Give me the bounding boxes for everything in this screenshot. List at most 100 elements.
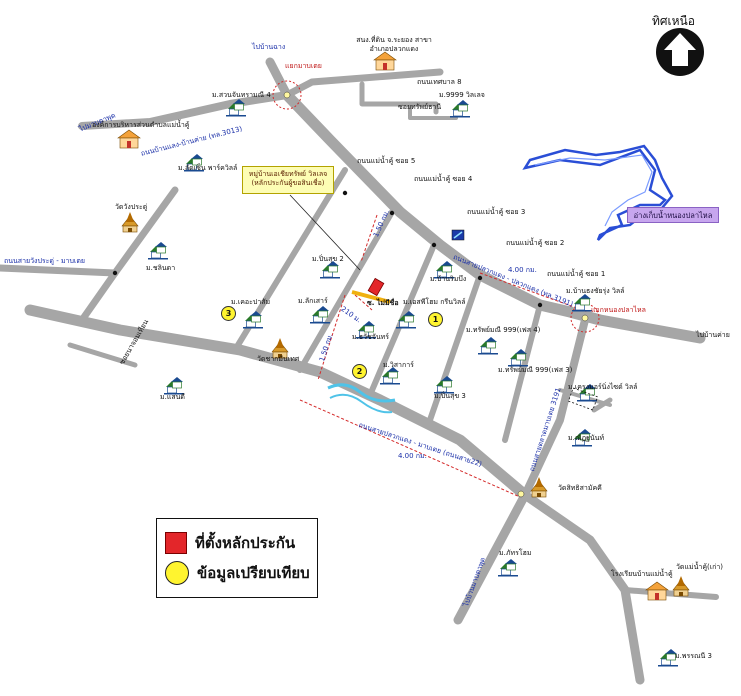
village-icon bbox=[434, 376, 454, 394]
road-soi-3 bbox=[427, 272, 483, 423]
road-soi-4 bbox=[297, 209, 395, 373]
village-icon bbox=[226, 99, 246, 117]
legend: ที่ตั้งหลักประกัน ข้อมูลเปรียบเทียบ bbox=[156, 518, 318, 598]
road-soi-2 bbox=[502, 302, 543, 443]
village-icon bbox=[577, 384, 597, 402]
distance-line-d5 bbox=[479, 272, 589, 313]
subject-callout: หมู่บ้านเอเชียทรัพย์ วิลเลจ (หลักประกันผ… bbox=[242, 166, 334, 194]
distance-line-d2 bbox=[354, 294, 373, 311]
junction-south-dot bbox=[517, 490, 525, 498]
road-network bbox=[0, 57, 719, 685]
legend-row-comparable: ข้อมูลเปรียบเทียบ bbox=[165, 561, 310, 585]
place-kreng: ม.เครงมอร์นิ่งไซด์ วิลล์ bbox=[568, 383, 638, 391]
road-southwest-main bbox=[24, 304, 531, 501]
place-wat-chan: วัดชากมันเทศ bbox=[257, 355, 300, 363]
place-srap: ม.บ้านธงชัยรุ่ง วิลล์ bbox=[566, 287, 625, 295]
reservoir-outline-inner bbox=[534, 154, 653, 227]
place-tambon-office: องค์การบริหารส่วนตำบลแม่น้ำคู้ bbox=[92, 121, 190, 129]
place-matphin: ม.ณัฏฐนันท์ bbox=[568, 434, 605, 442]
place-porn3: ม.พรรณนี 3 bbox=[675, 652, 712, 660]
subject-soi-highlight bbox=[351, 290, 391, 304]
place-aday: ม.แสนดี bbox=[160, 393, 185, 401]
road-left-main bbox=[0, 264, 119, 277]
kreng-boundary bbox=[567, 387, 599, 411]
legend-subject-swatch bbox=[165, 532, 187, 554]
subject-marker bbox=[367, 277, 385, 297]
temple-icon bbox=[271, 338, 289, 359]
comparable-3: 3 bbox=[221, 306, 236, 321]
village-icon bbox=[478, 337, 498, 355]
place-wisetakon: ม.วิสาการ์ bbox=[383, 361, 414, 369]
reservoir-label: อ่างเก็บน้ำหนองปลาไหล bbox=[627, 207, 719, 223]
road-west-tambon bbox=[78, 91, 291, 130]
node-6 bbox=[112, 270, 118, 276]
village-icon bbox=[434, 261, 454, 279]
junction-north-ring bbox=[272, 80, 302, 110]
road-northeast-top bbox=[283, 68, 444, 99]
road-left-soi bbox=[67, 342, 138, 368]
intersection-nodes bbox=[112, 190, 543, 308]
junction-north-label: แยกมาบเตย bbox=[285, 62, 322, 70]
place-sap1: ม.ทรัพย์มณี 999(เฟส 4) bbox=[466, 326, 541, 334]
village-icon bbox=[320, 261, 340, 279]
distance-line-d1 bbox=[360, 214, 378, 263]
node-2 bbox=[389, 210, 395, 216]
road-left-down bbox=[78, 269, 119, 324]
north-arrow bbox=[656, 28, 704, 76]
junction-north-dot bbox=[283, 91, 291, 99]
subject-soi-label: ซ. ไม่มีชื่อ bbox=[367, 299, 399, 307]
north-arrow-shape bbox=[664, 33, 696, 66]
legend-comparable-label: ข้อมูลเปรียบเทียบ bbox=[197, 564, 310, 582]
place-9999: ม.9999 วิลเลจ bbox=[439, 91, 485, 99]
place-keopasak: ม.เคอะปาสัม bbox=[231, 298, 271, 306]
comparable-1: 1 bbox=[428, 312, 443, 327]
road-label-soi-2: ถนนแม่น้ำคู้ ซอย 2 bbox=[506, 239, 565, 247]
road-up-sabai bbox=[591, 397, 613, 413]
comparable-2: 2 bbox=[352, 364, 367, 379]
road-label-soi-3: ถนนแม่น้ำคู้ ซอย 3 bbox=[467, 208, 526, 216]
place-sahaphat: ม.ลัดเซ็น พาร์ควิลล์ bbox=[178, 164, 238, 172]
place-pinsuk3: ม.ปิ่นสุข 3 bbox=[434, 392, 466, 400]
distance-label-d4: 4.00 กม. bbox=[398, 452, 427, 460]
village-icon bbox=[380, 367, 400, 385]
place-baanbueng: ม.บ้านริมบึง bbox=[430, 275, 467, 283]
village-icon bbox=[572, 429, 592, 447]
temple-icon bbox=[121, 212, 139, 233]
road-label-left-main: ถนนสายวังประดู่ - มาบเตย bbox=[4, 257, 85, 265]
village-icon bbox=[498, 559, 518, 577]
village-icon bbox=[310, 306, 330, 324]
place-pinsuk2: ม.ปิ่นสุข 2 bbox=[312, 255, 344, 263]
place-sap2: ม.ทรัพย์มณี 999(เฟส 3) bbox=[498, 366, 573, 374]
road-south-matphut bbox=[453, 490, 530, 625]
road-label-soi-sap: ซอยทรัพย์ธานี bbox=[398, 103, 442, 111]
node-4 bbox=[477, 275, 483, 281]
village-icon bbox=[184, 154, 204, 172]
place-school: โรงเรียนบ้านแม่น้ำคู้ bbox=[611, 570, 673, 578]
canal bbox=[327, 383, 396, 403]
junction-east-label: แยกหนองปลาไหล bbox=[591, 306, 646, 314]
village-icon bbox=[243, 311, 263, 329]
legend-comparable-swatch bbox=[165, 561, 189, 585]
subject-pointer-line bbox=[289, 194, 361, 271]
village-icon bbox=[508, 349, 528, 367]
road-left-up bbox=[111, 186, 179, 277]
road-soi-sap bbox=[408, 102, 458, 120]
junction-east-dot bbox=[581, 314, 589, 322]
legend-subject-label: ที่ตั้งหลักประกัน bbox=[195, 534, 296, 552]
place-chalinda: ม.ชลินดา bbox=[146, 264, 176, 272]
canal-2 bbox=[329, 393, 393, 414]
road-label-soi-4: ถนนแม่น้ำคู้ ซอย 4 bbox=[414, 175, 473, 183]
north-label: ทิศเหนือ bbox=[652, 14, 695, 28]
village-icon bbox=[572, 294, 592, 312]
subject-callout-text: หมู่บ้านเอเชียทรัพย์ วิลเลจ (หลักประกันผ… bbox=[248, 170, 328, 187]
village-icon bbox=[450, 100, 470, 118]
road-east-south bbox=[521, 316, 589, 499]
road-hadsai bbox=[359, 81, 439, 115]
road-label-top-left: ไปบ้านฉาง bbox=[252, 43, 286, 51]
road-label-soi-5: ถนนแม่น้ำคู้ ซอย 5 bbox=[357, 157, 416, 165]
place-gov-office: สนง.ที่ดิน จ.ระยอง สาขาอำเภอปลวกแดง bbox=[356, 36, 432, 53]
distance-label-d5: 4.00 กม. bbox=[508, 266, 537, 274]
node-1 bbox=[342, 190, 348, 196]
